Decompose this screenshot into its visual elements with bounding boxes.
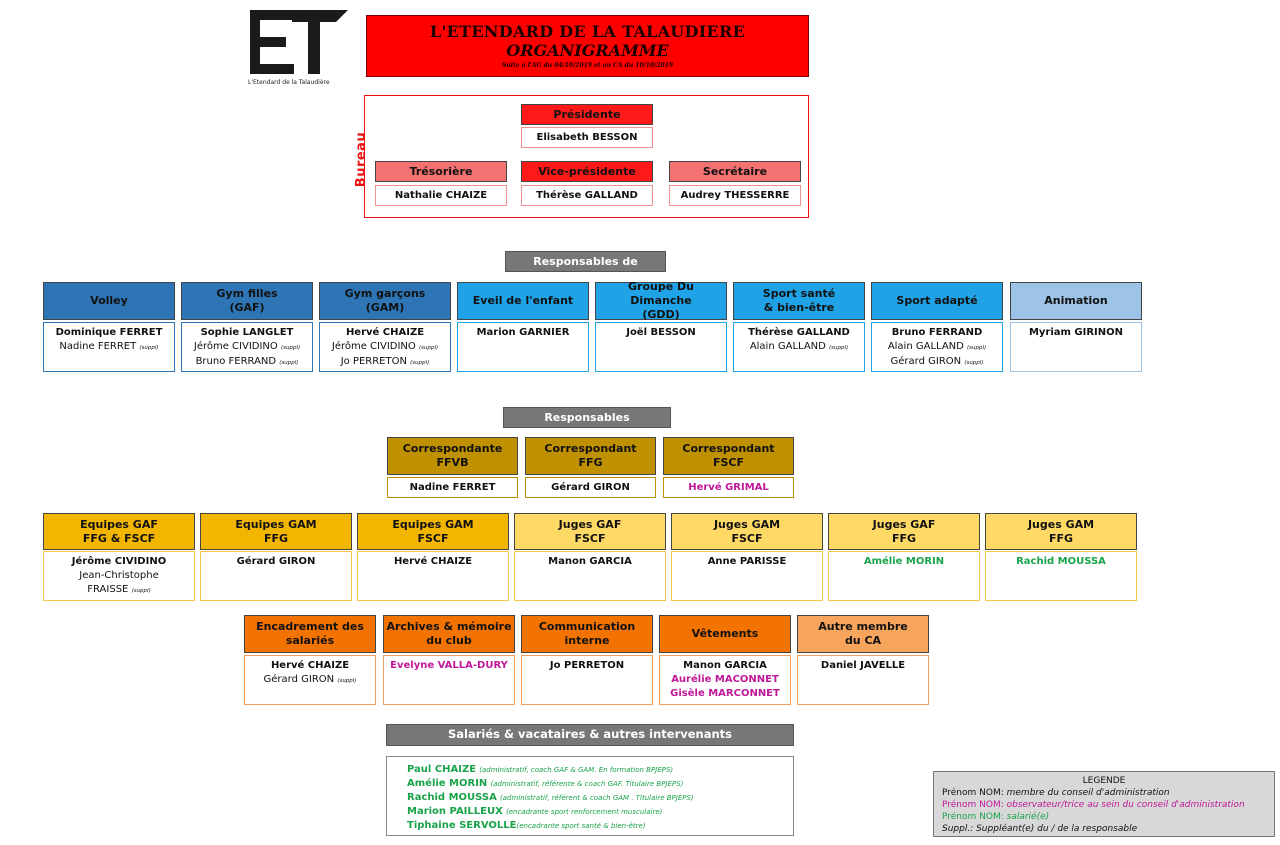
correspondant-name: Gérard GIRON bbox=[525, 477, 656, 498]
bureau-frame bbox=[364, 95, 809, 218]
section-members: Sophie LANGLET Jérôme CIVIDINO (suppl) B… bbox=[181, 322, 313, 372]
correspondant-name: Nadine FERRET bbox=[387, 477, 518, 498]
section-title: Sport santé & bien-être bbox=[733, 282, 865, 320]
juges-members: Manon GARCIA bbox=[514, 551, 666, 601]
secretaire-name: Audrey THESSERRE bbox=[669, 185, 801, 206]
autre-members: Jo PERRETON bbox=[521, 655, 653, 705]
vice-presidente-role: Vice-présidente bbox=[521, 161, 653, 182]
section-title: Animation bbox=[1010, 282, 1142, 320]
section-title: Gym filles (GAF) bbox=[181, 282, 313, 320]
list-item: Amélie MORIN (administratif, référente &… bbox=[407, 778, 684, 789]
equipe-members: Gérard GIRON bbox=[200, 551, 352, 601]
juges-members: Anne PARISSE bbox=[671, 551, 823, 601]
list-item: Marion PAILLEUX (encadrante sport renfor… bbox=[407, 806, 663, 817]
section-title: Eveil de l'enfant bbox=[457, 282, 589, 320]
secretaire-role: Secrétaire bbox=[669, 161, 801, 182]
section-members: Thérèse GALLAND Alain GALLAND (suppl) bbox=[733, 322, 865, 372]
presidente-name: Elisabeth BESSON bbox=[521, 127, 653, 148]
legend-title: LEGENDE bbox=[1082, 776, 1126, 786]
autre-members: Evelyne VALLA-DURY bbox=[383, 655, 515, 705]
section-members: Marion GARNIER bbox=[457, 322, 589, 372]
autre-members: Manon GARCIA Aurélie MACONNET Gisèle MAR… bbox=[659, 655, 791, 705]
salaries-list: Paul CHAIZE (administratif, coach GAF & … bbox=[386, 756, 794, 836]
title-banner: L'ETENDARD DE LA TALAUDIERE ORGANIGRAMME… bbox=[366, 15, 809, 77]
page-subtitle: ORGANIGRAMME bbox=[506, 41, 669, 60]
sections-header: Responsables de sections bbox=[505, 251, 666, 287]
autre-members: Hervé CHAIZE Gérard GIRON (suppl) bbox=[244, 655, 376, 705]
section-members: Dominique FERRET Nadine FERRET (suppl) bbox=[43, 322, 175, 372]
list-item: Paul CHAIZE (administratif, coach GAF & … bbox=[407, 764, 674, 775]
juges-members: Amélie MORIN bbox=[828, 551, 980, 601]
section-members: Myriam GIRINON bbox=[1010, 322, 1142, 372]
section-members: Bruno FERRAND Alain GALLAND (suppl) Géra… bbox=[871, 322, 1003, 372]
tresoriere-role: Trésorière bbox=[375, 161, 507, 182]
salaries-header: Salariés & vacataires & autres intervena… bbox=[386, 724, 794, 746]
autre-title: Vêtements bbox=[659, 615, 791, 653]
juges-members: Rachid MOUSSA bbox=[985, 551, 1137, 601]
legend-row: Prénom NOM: membre du conseil d'administ… bbox=[942, 788, 1170, 798]
equipe-members: Jérôme CIVIDINO Jean-Christophe FRAISSE … bbox=[43, 551, 195, 601]
presidente-role: Présidente bbox=[521, 104, 653, 125]
title-note: Suite à l'AG du 04/10/2019 et au CA du 1… bbox=[501, 62, 674, 69]
legend-row: Suppl.: Suppléant(e) du / de la responsa… bbox=[942, 824, 1138, 834]
legend-row: Prénom NOM: salarié(e) bbox=[942, 812, 1050, 822]
section-title: Gym garçons (GAM) bbox=[319, 282, 451, 320]
section-title: Groupe Du Dimanche (GDD) bbox=[595, 280, 727, 321]
section-members: Hervé CHAIZE Jérôme CIVIDINO (suppl) Jo … bbox=[319, 322, 451, 372]
section-title: Volley bbox=[43, 282, 175, 320]
page-title: L'ETENDARD DE LA TALAUDIERE bbox=[429, 22, 746, 41]
club-logo bbox=[248, 8, 350, 88]
section-title: Sport adapté bbox=[871, 282, 1003, 320]
thematiques-header: Responsables thématiques bbox=[503, 407, 671, 443]
section-members: Joël BESSON bbox=[595, 322, 727, 372]
list-item: Rachid MOUSSA (administratif, référent &… bbox=[407, 792, 694, 803]
correspondant-name: Hervé GRIMAL bbox=[663, 477, 794, 498]
legend: LEGENDE Prénom NOM: membre du conseil d'… bbox=[933, 771, 1275, 837]
vice-presidente-name: Thérèse GALLAND bbox=[521, 185, 653, 206]
list-item: Tiphaine SERVOLLE(encadrante sport santé… bbox=[407, 820, 646, 831]
tresoriere-name: Nathalie CHAIZE bbox=[375, 185, 507, 206]
legend-row: Prénom NOM: observateur/trice au sein du… bbox=[942, 800, 1245, 810]
autre-members: Daniel JAVELLE bbox=[797, 655, 929, 705]
equipe-members: Hervé CHAIZE bbox=[357, 551, 509, 601]
logo-caption: L'Etendard de la Talaudière bbox=[248, 79, 330, 86]
